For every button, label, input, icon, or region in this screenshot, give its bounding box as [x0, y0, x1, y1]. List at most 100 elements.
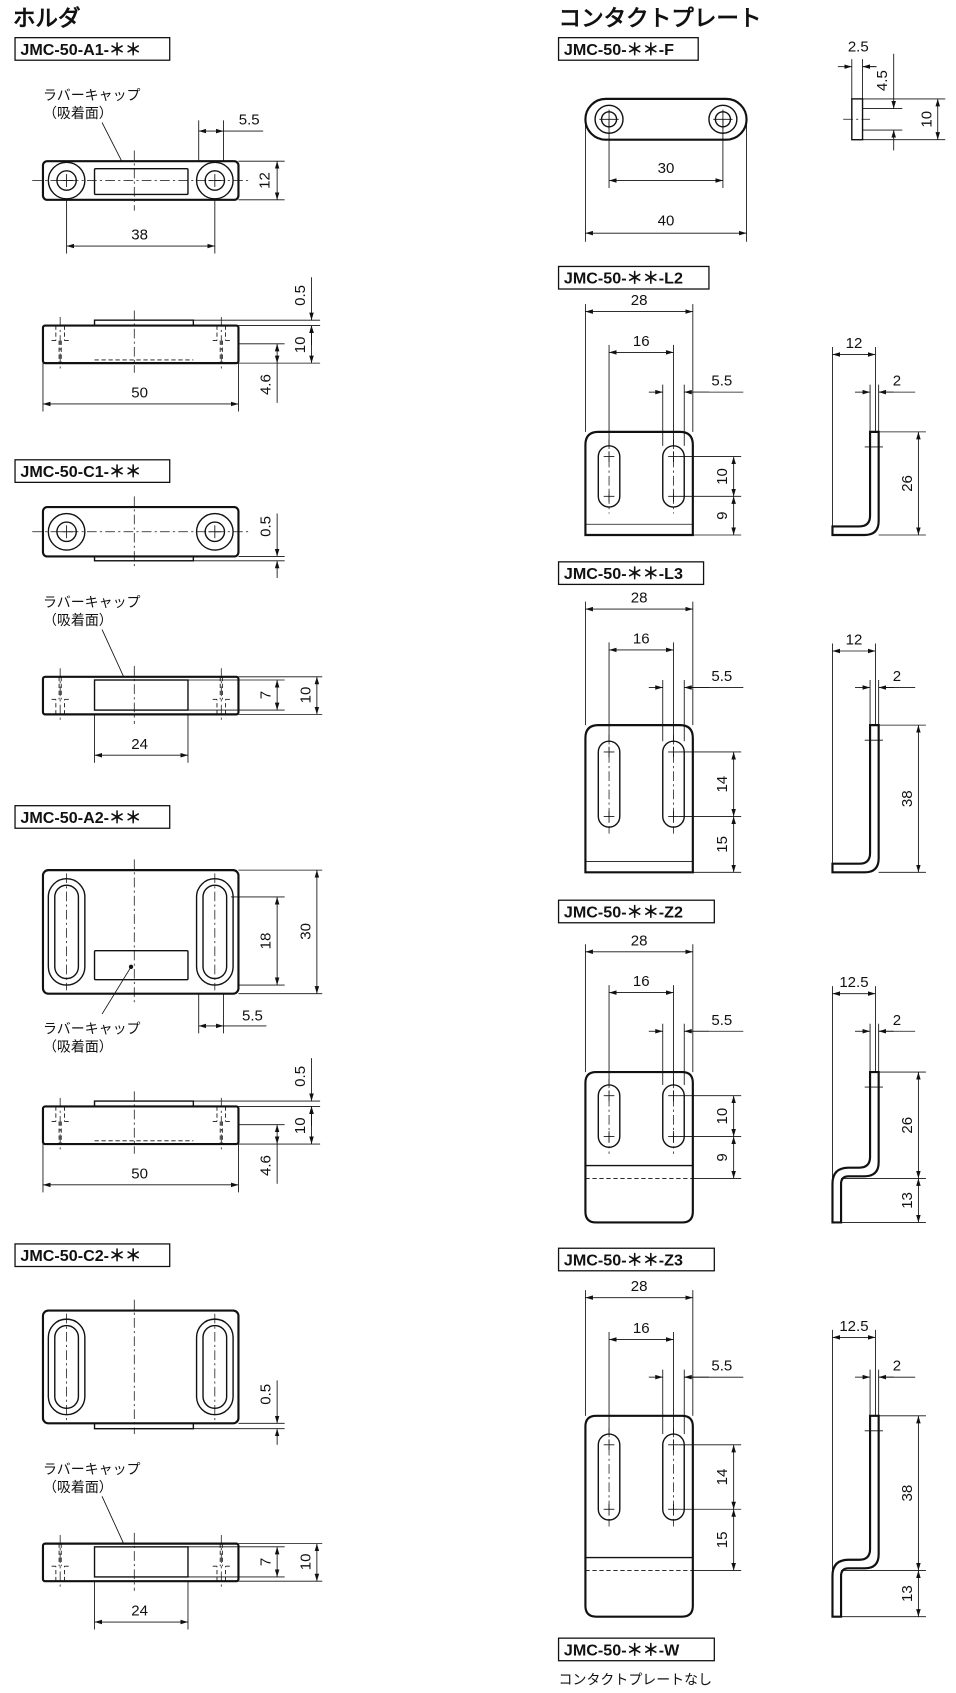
part-outline — [41, 324, 240, 365]
model-label: JMC-50-＊＊-Z2 — [564, 903, 683, 921]
dimension-label: 5.5 — [711, 373, 732, 390]
dimension-label: 12 — [846, 335, 863, 352]
holder-title: ホルダ — [13, 5, 81, 32]
plate-front — [584, 1070, 694, 1224]
dimension-label: 2 — [893, 373, 901, 390]
dimension-label: 7 — [258, 1558, 275, 1566]
dimension-label: 12 — [846, 632, 863, 649]
callout-rubber-cap: ラバーキャップ — [43, 1021, 141, 1037]
dimension-label: 10 — [292, 1117, 309, 1134]
model-label: JMC-50-＊＊-L2 — [564, 270, 683, 288]
callout-suction-face: （吸着面） — [43, 1480, 113, 1496]
model-label: JMC-50-A1-＊＊ — [20, 41, 141, 59]
dimension-label: 38 — [899, 1485, 916, 1502]
plate-side — [831, 1070, 880, 1224]
dimension-label: 4.5 — [874, 70, 891, 91]
plate-front — [584, 1414, 694, 1618]
dimension-label: 5.5 — [242, 1008, 263, 1025]
dimension-label: 2.5 — [848, 39, 869, 56]
dimension-label: 10 — [297, 687, 314, 704]
dimension-label: 30 — [297, 923, 314, 940]
dimension-label: 18 — [258, 933, 275, 950]
model-label: JMC-50-＊＊-Z3 — [564, 1251, 683, 1269]
dimension-label: 28 — [631, 292, 648, 309]
rubber-cap — [93, 168, 189, 196]
dimension-label: 2 — [893, 1012, 901, 1029]
callout-rubber-cap: ラバーキャップ — [43, 1462, 141, 1478]
model-label: JMC-50-C1-＊＊ — [20, 463, 141, 481]
model-label: JMC-50-A2-＊＊ — [20, 809, 141, 827]
dimension-label: 0.5 — [258, 516, 275, 537]
dimension-label: 4.6 — [258, 374, 275, 395]
dimension-label: 10 — [714, 1108, 731, 1125]
model-label: JMC-50-＊＊-F — [564, 41, 674, 59]
model-label-box — [557, 561, 705, 586]
plate-front — [584, 724, 694, 874]
dimension-label: 38 — [899, 790, 916, 807]
dimension-label: 16 — [633, 333, 650, 350]
steel-plate — [93, 555, 195, 562]
dimension-label: 16 — [633, 973, 650, 990]
plate-side — [831, 1414, 880, 1618]
dimension-label: 2 — [893, 668, 901, 685]
no-contact-plate-note: コンタクトプレートなし — [559, 1672, 713, 1688]
model-label-box — [557, 1247, 715, 1272]
callout-suction-face: （吸着面） — [43, 613, 113, 629]
dimension-label: 14 — [714, 1469, 731, 1486]
model-label: JMC-50-＊＊-W — [564, 1641, 680, 1659]
dimension-label: 5.5 — [711, 668, 732, 685]
dimension-label: 16 — [633, 630, 650, 647]
dimension-label: 26 — [899, 475, 916, 492]
rubber-cap — [93, 949, 189, 981]
dimension-label: 10 — [297, 1554, 314, 1571]
callout-rubber-cap: ラバーキャップ — [43, 595, 141, 611]
dimension-label: 5.5 — [239, 112, 260, 129]
part-outline — [41, 1105, 240, 1146]
dimension-label: 30 — [658, 160, 675, 177]
dimension-label: 26 — [899, 1117, 916, 1134]
dimension-label: 12.5 — [839, 1318, 868, 1335]
callout-suction-face: （吸着面） — [43, 1040, 113, 1056]
model-label-box — [14, 459, 171, 484]
plate-front — [584, 430, 694, 537]
dimension-label: 16 — [633, 1320, 650, 1337]
dimension-label: 24 — [131, 736, 148, 753]
steel-plate — [93, 1422, 195, 1430]
dimension-label: 12 — [257, 172, 274, 189]
dimension-label: 50 — [131, 1165, 148, 1182]
hole — [47, 161, 86, 200]
dimension-label: 0.5 — [292, 285, 309, 306]
dimension-label: 7 — [258, 691, 275, 699]
rubber-cap — [93, 679, 189, 711]
leader-dot — [128, 964, 134, 969]
dimension-label: 14 — [714, 776, 731, 793]
model-label-box — [557, 1637, 715, 1662]
dimension-label: 28 — [631, 590, 648, 607]
dimension-label: 2 — [893, 1358, 901, 1375]
dimension-label: 5.5 — [711, 1358, 732, 1375]
dimension-label: 9 — [714, 1153, 731, 1161]
dimension-label: 12.5 — [839, 974, 868, 991]
dimension-label: 4.6 — [258, 1155, 275, 1176]
model-label-box — [14, 1243, 171, 1268]
dimension-label: 0.5 — [258, 1384, 275, 1405]
model-label: JMC-50-＊＊-L3 — [564, 565, 683, 583]
dimension-label: 10 — [714, 468, 731, 485]
dimension-label: 50 — [131, 385, 148, 402]
part-outline — [41, 869, 240, 995]
model-label: JMC-50-C2-＊＊ — [20, 1247, 141, 1265]
callout-suction-face: （吸着面） — [43, 106, 113, 122]
contact-plate-title: コンタクトプレート — [559, 6, 762, 32]
dimension-label: 10 — [292, 337, 309, 354]
part-outline — [41, 1542, 240, 1583]
dimension-label: 5.5 — [711, 1012, 732, 1029]
hole — [47, 512, 86, 551]
dimension-label: 0.5 — [292, 1066, 309, 1087]
part-outline — [41, 675, 240, 716]
dimension-label: 15 — [714, 1532, 731, 1549]
model-label-box — [557, 899, 715, 924]
model-label-box — [557, 265, 710, 290]
dimension-label: 9 — [714, 511, 731, 519]
model-label-box — [14, 805, 171, 829]
